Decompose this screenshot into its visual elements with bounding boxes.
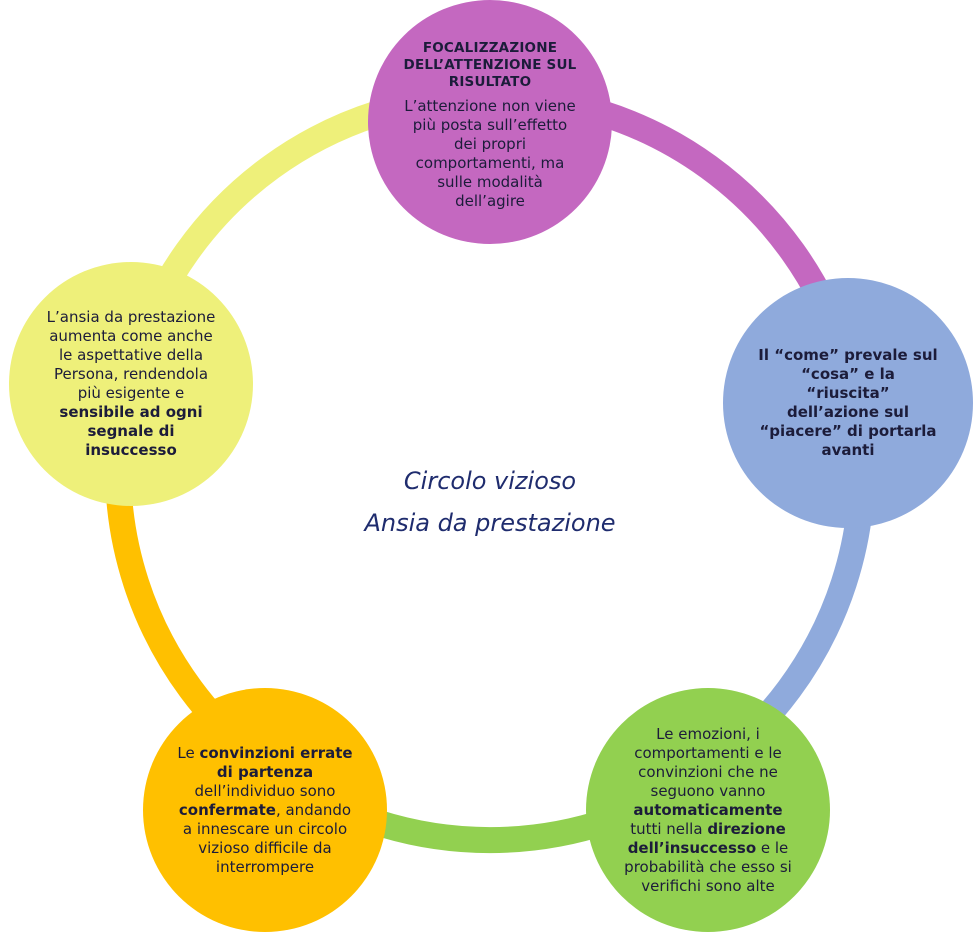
node-body: L’attenzione non viene più posta sull’ef… (404, 96, 576, 210)
node-focus-on-result: FOCALIZZAZIONE DELL’ATTENZIONE SUL RISUL… (368, 0, 612, 244)
node-anxiety-increases: L’ansia da prestazione aumenta come anch… (9, 262, 253, 506)
emphasis-text: automaticamente (633, 800, 783, 819)
title-line-1: Circolo vizioso (403, 467, 577, 495)
emphasis-text: confermate (178, 800, 276, 819)
node-heading: FOCALIZZAZIONE DELL’ATTENZIONE SUL RISUL… (403, 39, 577, 90)
node-body: Il “come” prevale sul “cosa” e la “riusc… (758, 346, 938, 459)
emphasis-text: convinzioni errate di partenza (199, 743, 353, 781)
node-body: Le convinzioni errate di partenza dell’i… (177, 743, 353, 876)
node-confirmed-beliefs: Le convinzioni errate di partenza dell’i… (143, 688, 387, 932)
emphasis-text: sensibile ad ogni segnale di insuccesso (59, 403, 203, 459)
node-direction-of-failure: Le emozioni, i comportamenti e le convin… (586, 688, 830, 932)
diagram-title: Circolo vizioso Ansia da prestazione (330, 460, 650, 544)
node-body: L’ansia da prestazione aumenta come anch… (46, 308, 216, 459)
node-how-over-what: Il “come” prevale sul “cosa” e la “riusc… (723, 278, 973, 528)
emphasis-text: direzione dell’insuccesso (627, 819, 786, 857)
title-line-2: Ansia da prestazione (364, 509, 616, 537)
node-body: Le emozioni, i comportamenti e le convin… (624, 724, 792, 895)
